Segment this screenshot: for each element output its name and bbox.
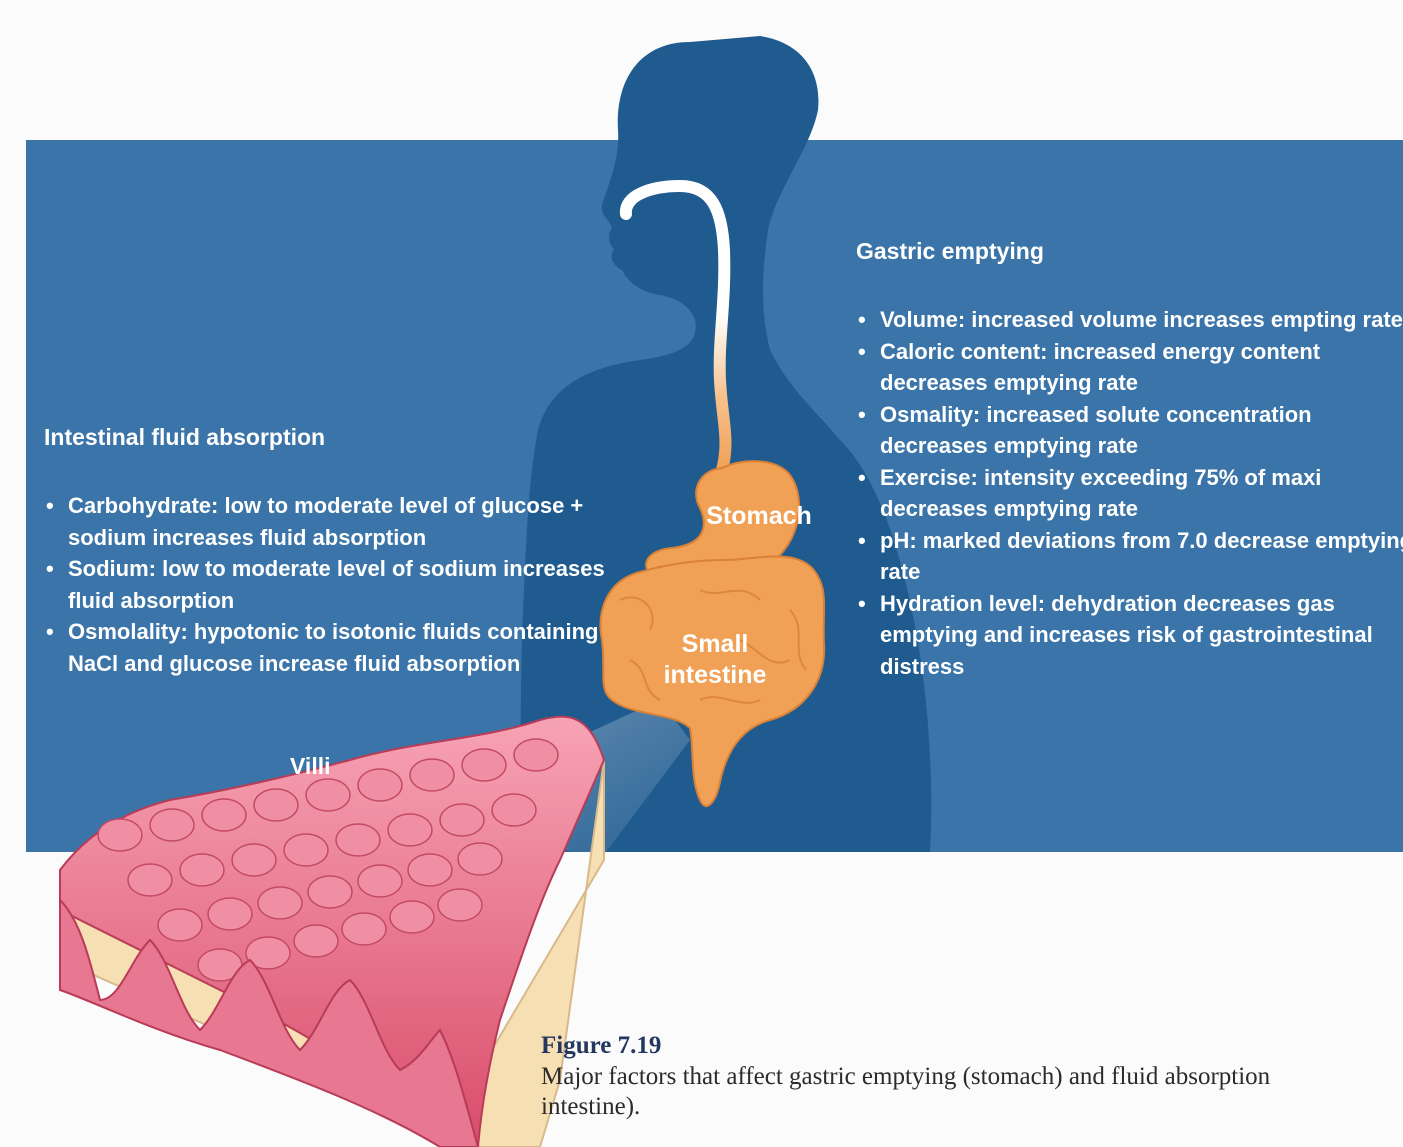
intestinal-factor-item: Carbohydrate: low to moderate level of g… [44,490,624,553]
gastric-factor-list: Volume: increased volume increases empti… [856,304,1403,682]
villus [128,864,172,896]
intestinal-factor-item: Sodium: low to moderate level of sodium … [44,553,624,616]
small-intestine-label: Small intestine [650,629,780,691]
villus [294,925,338,957]
gastric-emptying-title: Gastric emptying [856,238,1044,265]
villus [390,901,434,933]
villus [336,824,380,856]
figure-number: Figure 7.19 [541,1032,661,1060]
villus [438,889,482,921]
stomach-label: Stomach [694,501,824,532]
villus [158,909,202,941]
villus [358,769,402,801]
villi-label: Villi [290,753,331,780]
villus [98,819,142,851]
villi-cross-section [60,717,604,1147]
intestinal-factor-list: Carbohydrate: low to moderate level of g… [44,490,624,679]
villus [254,789,298,821]
villus [358,865,402,897]
villus [440,804,484,836]
villus [514,739,558,771]
villus [308,876,352,908]
gastric-factor-item: Osmality: increased solute concentration… [856,399,1403,462]
intestinal-factor-item: Osmolality: hypotonic to isotonic fluids… [44,616,624,679]
villus [462,749,506,781]
intestinal-absorption-title: Intestinal fluid absorption [44,424,325,451]
villus [258,887,302,919]
villus [410,759,454,791]
villus [408,854,452,886]
gastric-factor-item: Hydration level: dehydration decreases g… [856,588,1403,683]
villus [284,834,328,866]
gastric-factor-item: Exercise: intensity exceeding 75% of max… [856,462,1403,525]
gastric-factor-item: pH: marked deviations from 7.0 decrease … [856,525,1403,588]
villus [306,779,350,811]
figure-caption: Major factors that affect gastric emptyi… [541,1062,1403,1122]
villus [342,913,386,945]
villus [232,844,276,876]
villus [458,843,502,875]
villus [208,898,252,930]
villus [202,799,246,831]
gastric-factor-item: Volume: increased volume increases empti… [856,304,1403,336]
villus [150,809,194,841]
villus [492,794,536,826]
gastric-factor-item: Caloric content: increased energy conten… [856,336,1403,399]
villus [388,814,432,846]
villus [180,854,224,886]
